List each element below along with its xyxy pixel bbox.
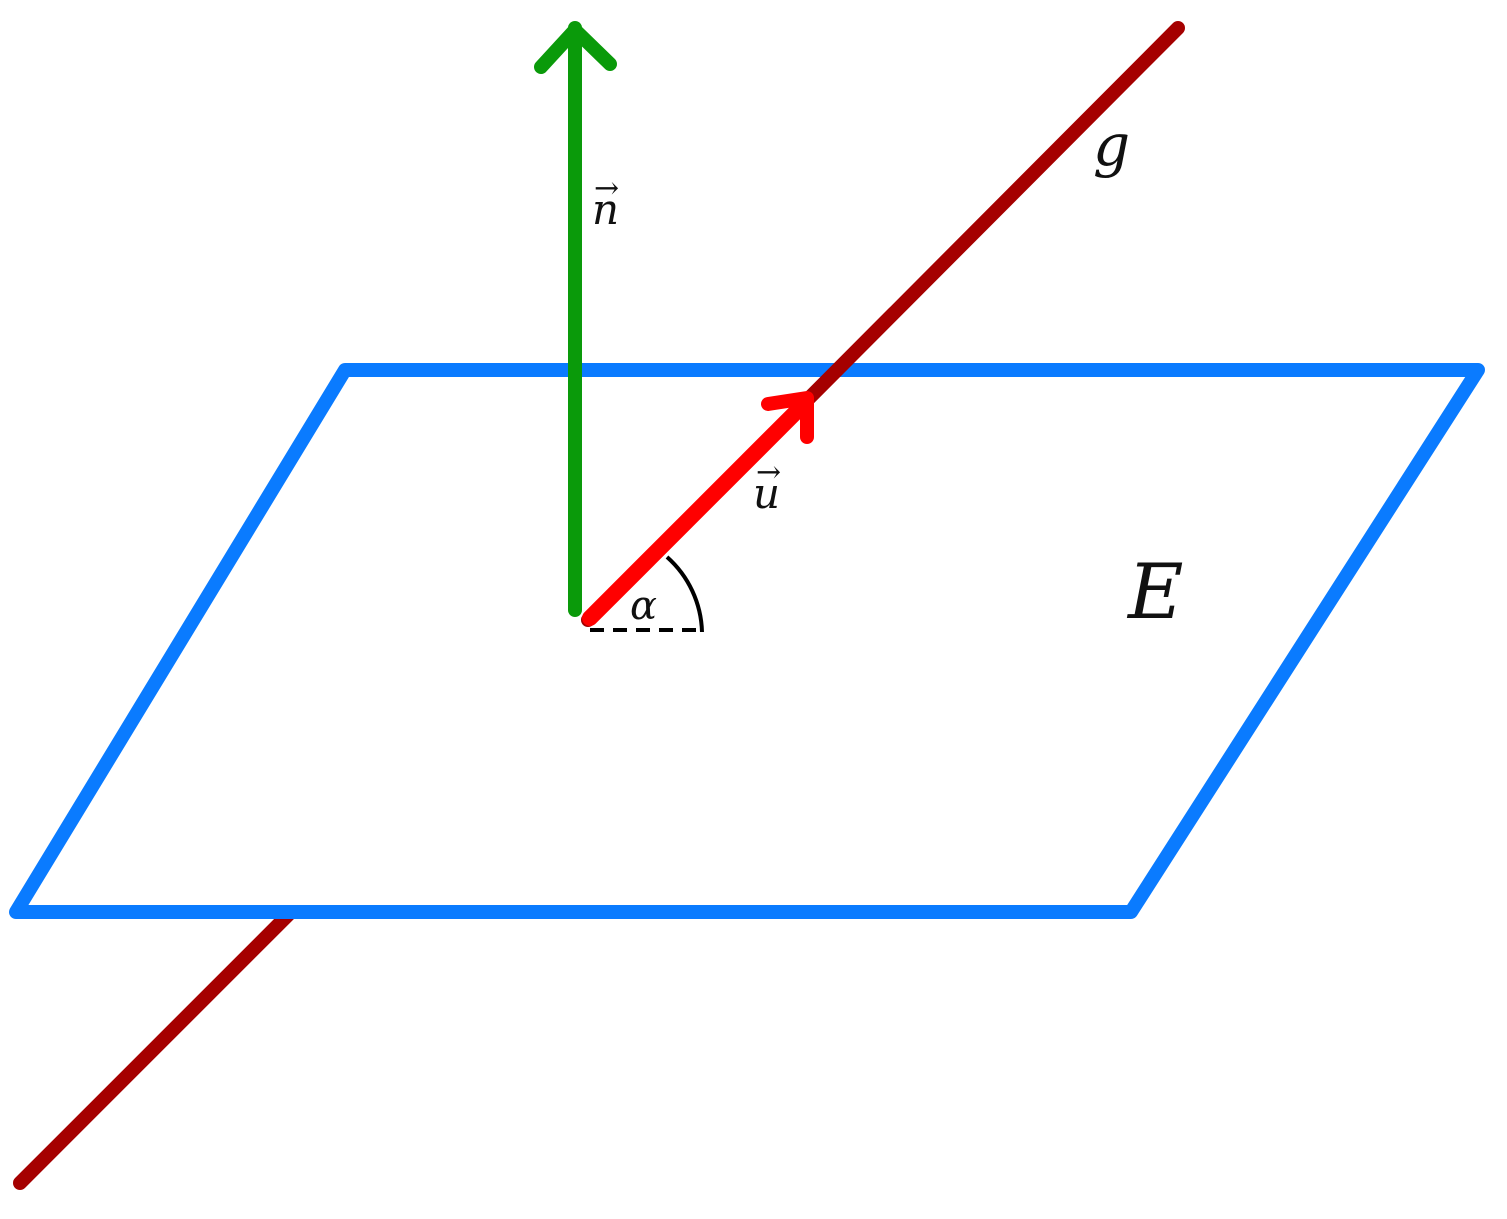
plane-e-label: E xyxy=(1126,547,1183,636)
normal-vector-n-arrow-accent: → xyxy=(594,171,619,206)
direction-vector-u-letter: u xyxy=(753,469,780,518)
line-g-lower-segment xyxy=(13,906,297,1190)
normal-vector-n-label: n → xyxy=(592,171,619,234)
plane-e-outline xyxy=(9,363,1485,919)
direction-vector-u-shaft xyxy=(582,395,813,626)
angle-alpha-label: α xyxy=(630,583,657,629)
normal-vector-n-letter: n xyxy=(592,185,619,234)
line-g-label: g xyxy=(1093,111,1130,179)
direction-vector-u-arrowhead xyxy=(761,391,814,444)
direction-vector-u-label: u → xyxy=(753,455,781,518)
normal-vector-n-arrowhead xyxy=(534,23,617,74)
angle-alpha-arc xyxy=(665,555,704,633)
direction-vector-u-arrow-accent: → xyxy=(756,455,781,490)
